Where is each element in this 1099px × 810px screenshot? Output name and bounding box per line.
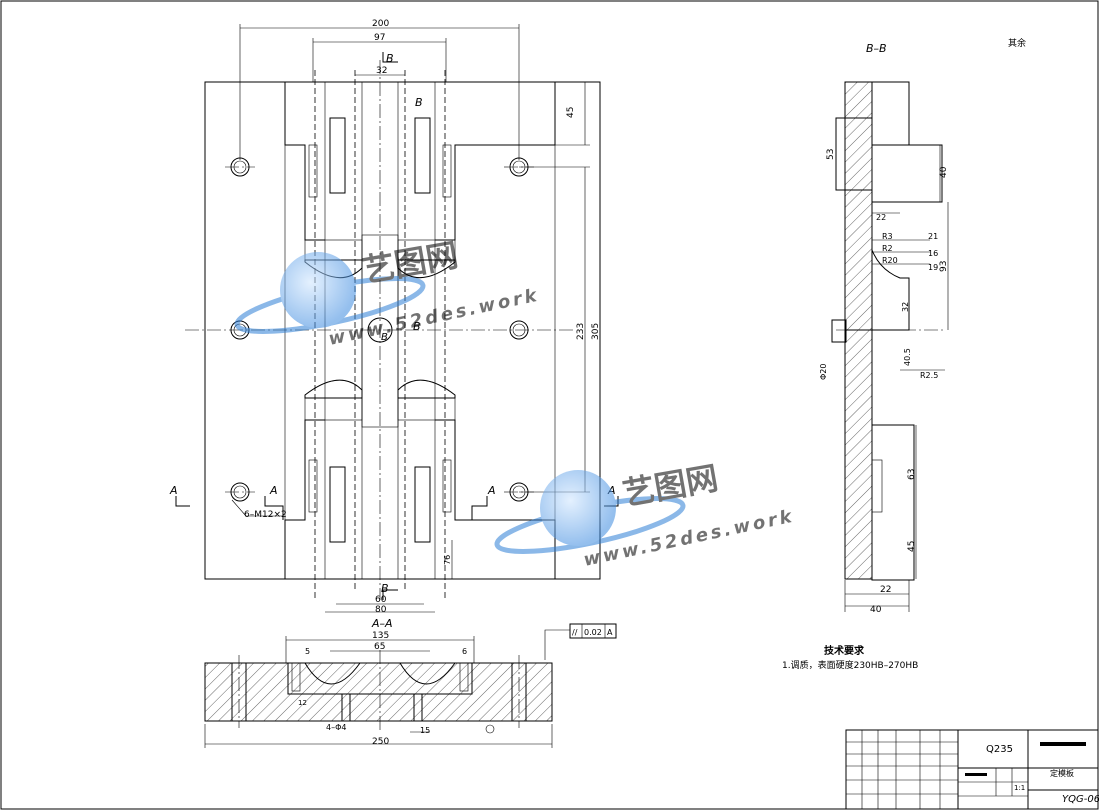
notes-line-1: 1.调质，表面硬度230HB–270HB — [782, 659, 918, 671]
tolerance-value: 0.02 — [584, 628, 602, 637]
aa-body — [204, 662, 553, 722]
cut-a-inner-left: A — [269, 484, 278, 497]
dim-97: 97 — [374, 33, 385, 43]
dim-80: 80 — [375, 605, 387, 615]
bb-dim-53: 53 — [826, 149, 836, 160]
aa-dim-65: 65 — [374, 642, 385, 652]
title-material: Q235 — [986, 744, 1013, 755]
dim-200: 200 — [372, 19, 389, 29]
bb-dim-40-5: 40.5 — [903, 348, 912, 366]
section-bb — [831, 81, 949, 612]
cut-a-inner-right: A — [487, 484, 496, 497]
watermark-bottom: 艺图网 www.52des.work — [494, 459, 796, 571]
dim-76: 76 — [443, 555, 452, 565]
bb-r2: R2 — [882, 244, 893, 253]
cut-b-top: B — [386, 52, 394, 65]
aa-dim-135: 135 — [372, 631, 389, 641]
bb-r2-5: R2.5 — [920, 371, 938, 380]
dim-233: 233 — [576, 323, 586, 340]
dim-32: 32 — [376, 66, 387, 76]
holes-note: 6–M12×2 — [244, 510, 287, 520]
tolerance-symbol: // — [572, 628, 578, 637]
aa-dim-12: 12 — [298, 699, 307, 707]
cut-b-bottom: B — [381, 582, 389, 595]
bb-dim-93: 93 — [939, 261, 949, 272]
roughness-note: 其余 — [1008, 37, 1026, 49]
watermark-brand-bottom: 艺图网 — [620, 459, 721, 513]
bb-title: B–B — [866, 42, 887, 55]
cut-b-upper: B — [415, 96, 423, 109]
bb-dim-22a: 22 — [876, 213, 886, 222]
aa-title: A–A — [371, 617, 393, 630]
dim-60: 60 — [375, 595, 387, 605]
aa-dim-250: 250 — [372, 737, 389, 747]
bb-dim-32: 32 — [901, 302, 910, 312]
bb-phi20: Φ20 — [819, 364, 828, 380]
title-scale: 1:1 — [1014, 784, 1025, 792]
notes-title: 技术要求 — [824, 644, 865, 657]
bb-dim-45: 45 — [907, 541, 917, 552]
tolerance-datum: A — [607, 628, 613, 637]
plan-view — [175, 24, 619, 613]
watermark-top: 艺图网 www.52des.work — [234, 236, 541, 350]
bb-dim-16: 16 — [928, 249, 938, 258]
dim-45: 45 — [566, 107, 576, 118]
bb-r3: R3 — [882, 232, 893, 241]
bb-dim-40: 40 — [939, 166, 949, 178]
cut-b-center: B — [381, 332, 388, 343]
bb-r20: R20 — [882, 256, 898, 265]
aa-holes-note: 4–Φ4 — [326, 723, 346, 732]
title-block — [845, 729, 1099, 810]
bb-dim-19: 19 — [928, 263, 938, 272]
title-drawing-no: YQG-06 — [1062, 794, 1099, 805]
section-aa — [204, 623, 617, 748]
bb-dim-22b: 22 — [880, 585, 891, 595]
aa-dim-6: 6 — [462, 647, 467, 656]
watermark-brand-top: 艺图网 — [360, 236, 461, 290]
cut-b-mid: B — [413, 320, 421, 333]
bb-dim-21: 21 — [928, 232, 938, 241]
title-part-name: 定模板 — [1050, 768, 1074, 778]
dim-305: 305 — [591, 323, 601, 340]
bb-dim-40b: 40 — [870, 605, 882, 615]
tolerance-frame — [569, 623, 617, 639]
cut-a-left: A — [169, 484, 178, 497]
aa-dim-15: 15 — [420, 726, 430, 735]
bb-dim-63: 63 — [907, 469, 917, 480]
aa-dim-5: 5 — [305, 647, 310, 656]
